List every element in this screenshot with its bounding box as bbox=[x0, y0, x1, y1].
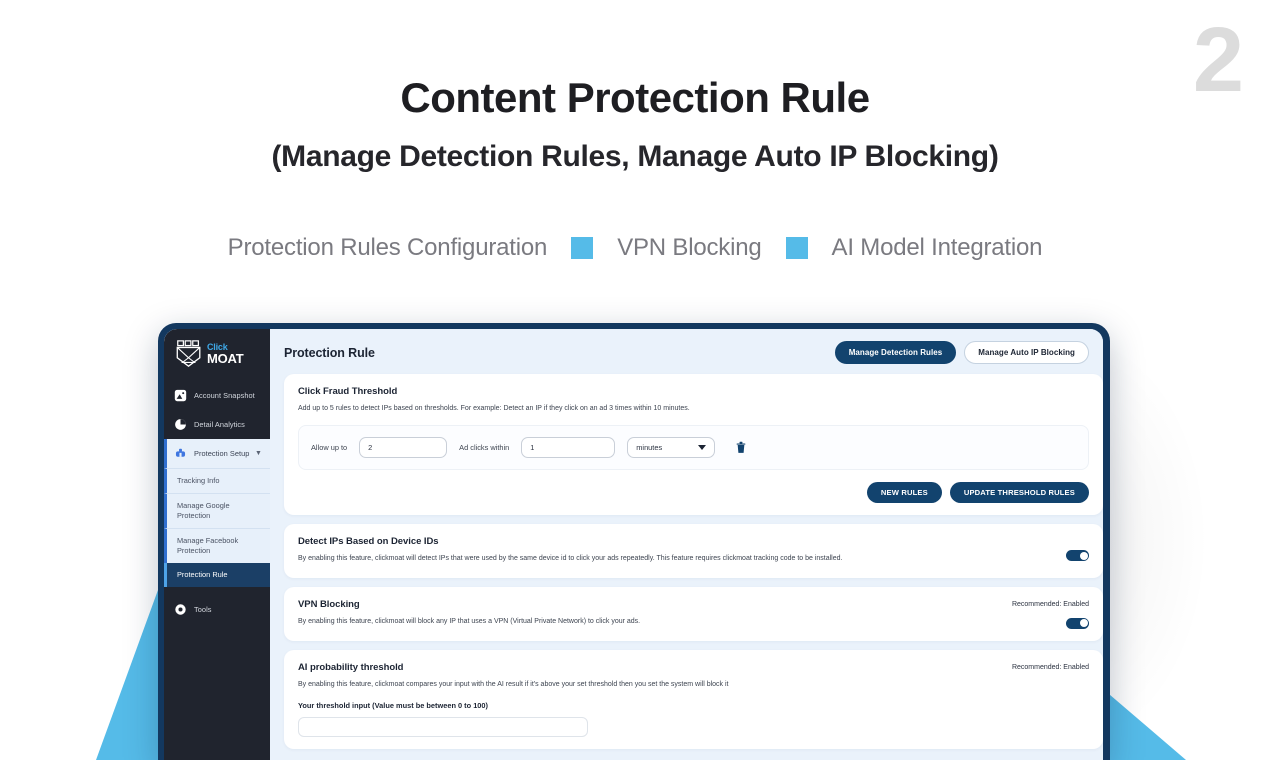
image-icon bbox=[174, 389, 187, 402]
feature-item-1: VPN Blocking bbox=[617, 234, 762, 261]
tab-manage-detection-rules[interactable]: Manage Detection Rules bbox=[834, 341, 957, 364]
separator-square-icon bbox=[571, 237, 594, 259]
card-description: Add up to 5 rules to detect IPs based on… bbox=[298, 405, 690, 412]
ai-recommended-label: Recommended: Enabled bbox=[1011, 663, 1089, 671]
trash-icon[interactable] bbox=[735, 441, 747, 454]
threshold-input-label: Your threshold input (Value must be betw… bbox=[298, 700, 488, 710]
page-title: Content Protection Rule bbox=[400, 74, 870, 121]
sidebar-item-protection-setup[interactable]: Protection Setup ▼ bbox=[164, 439, 270, 468]
pie-chart-icon bbox=[175, 419, 186, 430]
chevron-down-icon bbox=[698, 445, 707, 451]
app-screen: Click MOAT Account Snapshot bbox=[164, 329, 1103, 760]
vpn-blocking-toggle[interactable] bbox=[1066, 617, 1089, 629]
content-page-title: Protection Rule bbox=[284, 345, 375, 360]
vpn-recommended-label: Recommended: Enabled bbox=[1011, 600, 1089, 608]
shield-settings-icon bbox=[175, 448, 186, 457]
content-header: Protection Rule Manage Detection Rules M… bbox=[270, 329, 1103, 374]
card-click-fraud-threshold: Click Fraud Threshold Add up to 5 rules … bbox=[284, 374, 1103, 516]
app-logo[interactable]: Click MOAT bbox=[164, 329, 270, 381]
card-description: By enabling this feature, clickmoat comp… bbox=[298, 680, 729, 688]
feature-item-0: Protection Rules Configuration bbox=[227, 234, 548, 261]
sidebar-item-manage-facebook-protection[interactable]: Manage Facebook Protection bbox=[164, 527, 270, 563]
device-ids-toggle[interactable] bbox=[1066, 550, 1089, 562]
card-description: By enabling this feature, clickmoat will… bbox=[298, 555, 843, 563]
update-threshold-rules-button[interactable]: UPDATE THRESHOLD RULES bbox=[949, 482, 1089, 504]
sidebar-item-tools[interactable]: Tools bbox=[164, 595, 270, 624]
logo-text-moat: MOAT bbox=[207, 351, 244, 366]
slide-number: 2 bbox=[1192, 9, 1244, 111]
sidebar-item-account-snapshot[interactable]: Account Snapshot bbox=[164, 381, 270, 410]
card-actions: NEW RULES UPDATE THRESHOLD RULES bbox=[298, 482, 1089, 504]
chevron-down-icon: ▼ bbox=[255, 450, 262, 457]
sidebar-item-tracking-info[interactable]: Tracking Info bbox=[164, 468, 270, 493]
sidebar-item-label: Detail Analytics bbox=[194, 420, 245, 429]
card-ai-probability-threshold: AI probability threshold By enabling thi… bbox=[284, 649, 1103, 749]
card-vpn-blocking: VPN Blocking By enabling this feature, c… bbox=[284, 586, 1103, 641]
separator-square-icon bbox=[785, 237, 808, 259]
card-description: By enabling this feature, clickmoat will… bbox=[298, 617, 641, 625]
sidebar: Click MOAT Account Snapshot bbox=[164, 329, 270, 760]
sidebar-item-label: Account Snapshot bbox=[194, 391, 255, 400]
card-title: Click Fraud Threshold bbox=[298, 386, 398, 397]
sidebar-item-protection-rule[interactable]: Protection Rule bbox=[164, 562, 270, 587]
ad-clicks-within-input[interactable]: 1 bbox=[521, 437, 616, 459]
card-detect-ips-device-ids: Detect IPs Based on Device IDs By enabli… bbox=[284, 524, 1103, 578]
allow-up-to-input[interactable]: 2 bbox=[359, 437, 448, 459]
page-subtitle: (Manage Detection Rules, Manage Auto IP … bbox=[271, 140, 999, 173]
device-frame: Click MOAT Account Snapshot bbox=[158, 323, 1110, 760]
time-unit-select[interactable]: minutes bbox=[627, 437, 716, 459]
gear-icon bbox=[175, 604, 186, 615]
card-title: Detect IPs Based on Device IDs bbox=[298, 536, 439, 548]
threshold-input[interactable] bbox=[298, 716, 588, 737]
sidebar-item-label: Tools bbox=[194, 604, 212, 614]
sidebar-item-label: Protection Setup bbox=[194, 449, 250, 458]
rule-row: Allow up to 2 Ad clicks within 1 minutes bbox=[298, 425, 1089, 471]
allow-up-to-label: Allow up to bbox=[311, 443, 348, 453]
sidebar-item-manage-google-protection[interactable]: Manage Google Protection bbox=[164, 492, 270, 528]
card-title: VPN Blocking bbox=[298, 598, 360, 610]
time-unit-value: minutes bbox=[636, 443, 663, 453]
card-title: AI probability threshold bbox=[298, 661, 404, 673]
ad-clicks-within-label: Ad clicks within bbox=[459, 443, 510, 453]
feature-item-2: AI Model Integration bbox=[831, 234, 1043, 261]
feature-list: Protection Rules Configuration VPN Block… bbox=[0, 234, 1270, 262]
header-tabs: Manage Detection Rules Manage Auto IP Bl… bbox=[834, 341, 1089, 364]
main-content: Protection Rule Manage Detection Rules M… bbox=[270, 329, 1103, 760]
new-rules-button[interactable]: NEW RULES bbox=[866, 482, 942, 504]
clickmoat-shield-icon bbox=[176, 340, 201, 368]
logo-text-click: Click bbox=[207, 342, 228, 352]
sidebar-item-detail-analytics[interactable]: Detail Analytics bbox=[164, 410, 270, 439]
tab-manage-auto-ip-blocking[interactable]: Manage Auto IP Blocking bbox=[964, 341, 1089, 364]
